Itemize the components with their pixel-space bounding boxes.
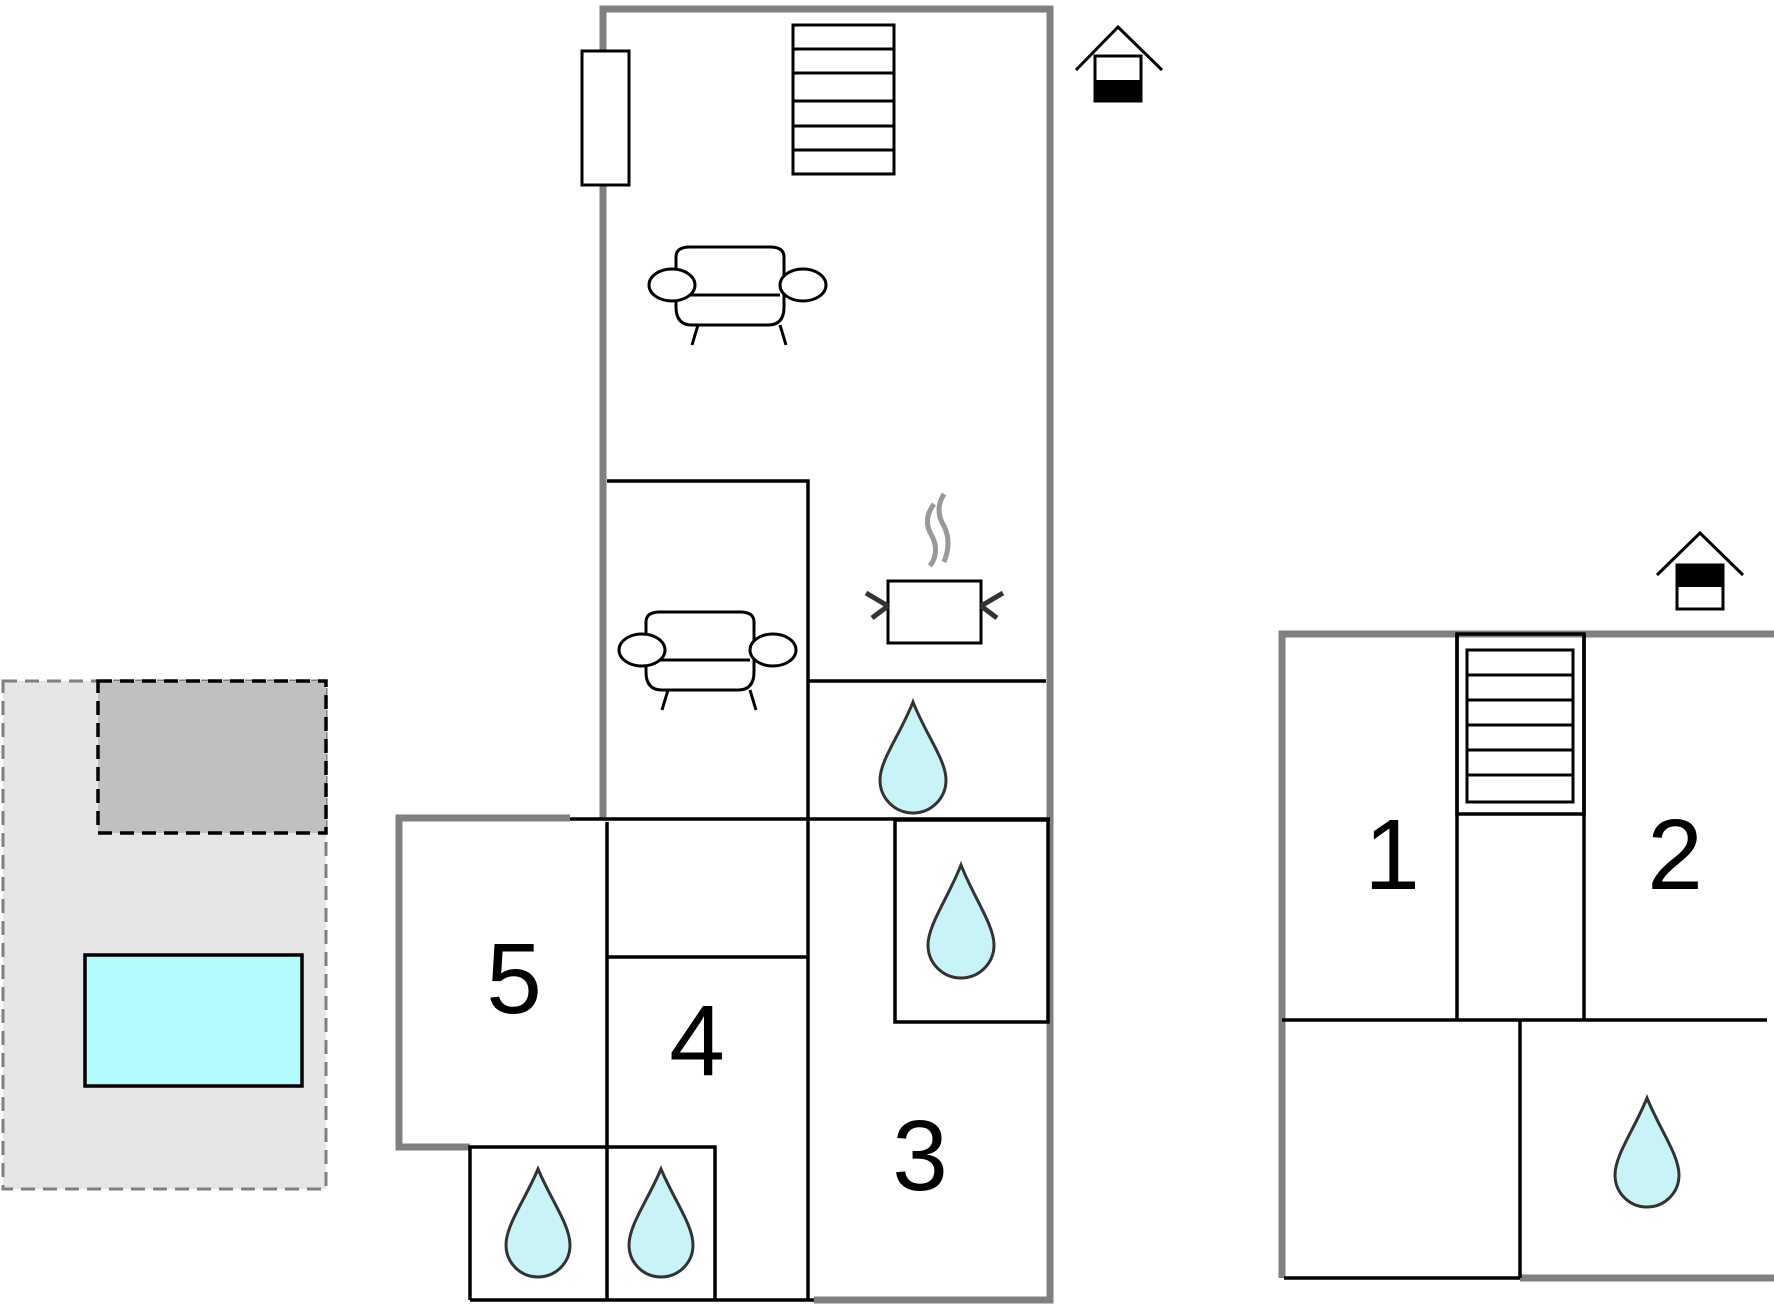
upper-floor: 1 2 [1278,530,1774,1282]
sofa-icon [647,245,828,346]
room-label-4: 4 [669,985,725,1097]
floor-indicator-icon [1655,530,1745,611]
cooking-pot-icon [864,492,1005,645]
staircase-icon [1465,648,1575,804]
water-drop-icon [878,697,948,815]
room-label-5: 5 [486,923,542,1035]
water-drop-icon [926,860,996,980]
sofa-icon [617,610,798,711]
terrace [96,679,328,835]
water-drop-icon [504,1165,572,1279]
water-drop-icon [1613,1094,1681,1209]
outdoor-area [1,679,328,1191]
staircase-icon [791,23,896,176]
ground-floor: 5 4 3 [395,5,1164,1304]
room-label-2: 2 [1647,799,1703,911]
room-label-1: 1 [1364,799,1420,911]
water-drop-icon [627,1165,695,1279]
room-label-3: 3 [892,1100,948,1212]
radiator-icon [580,49,631,187]
pool [83,953,304,1088]
floor-indicator-icon [1074,24,1164,103]
